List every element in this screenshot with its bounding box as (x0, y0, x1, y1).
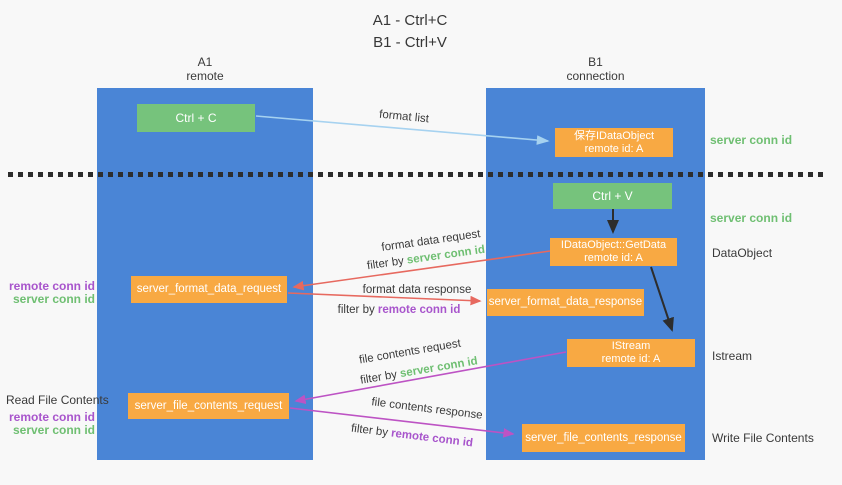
label-server-conn-id-top-left: server conn id (12, 292, 95, 306)
edge-label-format-list: format list (378, 108, 430, 126)
node-save-idataobject: 保存IDataObject remote id: A (555, 128, 673, 157)
node-server-format-data-request: server_format_data_request (131, 276, 287, 303)
label-server-conn-id-top-right: server conn id (710, 133, 793, 147)
node-ctrl-c-label: Ctrl + C (175, 110, 217, 125)
filter-by-text: filter by (350, 422, 392, 440)
node-server-file-contents-request: server_file_contents_request (128, 393, 289, 419)
node-server-format-data-request-label: server_format_data_request (136, 283, 282, 295)
lane-a1-role: remote (186, 69, 224, 83)
filter-by-text: filter by (337, 304, 378, 316)
label-istream: Istream (712, 349, 753, 363)
filter-by-text: filter by (359, 368, 402, 387)
label-server-conn-id-mid-right: server conn id (710, 211, 793, 225)
title-line-1: A1 - Ctrl+C (372, 12, 448, 29)
lane-b1-name: B1 (588, 55, 603, 69)
lane-b1-role: connection (566, 69, 625, 83)
edge-label-file-response-filter: filter by remote conn id (350, 423, 473, 450)
node-ctrl-v-label: Ctrl + V (592, 188, 633, 203)
label-dataobject: DataObject (712, 246, 773, 260)
node-save-idataobject-subtitle: remote id: A (584, 142, 644, 155)
node-save-idataobject-title: 保存IDataObject (573, 129, 655, 142)
node-server-file-contents-response: server_file_contents_response (522, 424, 685, 452)
label-server-conn-id-bottom-left: server conn id (12, 423, 95, 437)
node-server-format-data-response-label: server_format_data_response (488, 296, 643, 308)
server-conn-id-text: server conn id (399, 355, 479, 381)
filter-by-text: filter by (366, 254, 408, 273)
edge-label-file-contents-response: file contents response (370, 396, 484, 422)
lane-header-a1: A1 remote (97, 55, 313, 83)
node-server-file-contents-response-label: server_file_contents_response (525, 431, 682, 444)
remote-conn-id-text: remote conn id (377, 304, 461, 316)
edge-label-format-response-filter: filter by remote conn id (338, 304, 461, 316)
divider-dotted-line (8, 172, 826, 177)
node-idataobject-getdata: IDataObject::GetData remote id: A (550, 238, 677, 266)
node-istream: IStream remote id: A (567, 339, 695, 367)
node-server-file-contents-request-label: server_file_contents_request (134, 399, 283, 412)
label-remote-conn-id-bottom-left: remote conn id (8, 410, 95, 424)
node-ctrl-v: Ctrl + V (553, 183, 672, 209)
node-server-format-data-response: server_format_data_response (487, 289, 644, 316)
node-getdata-title: IDataObject::GetData (560, 239, 667, 251)
title-line-2: B1 - Ctrl+V (373, 34, 447, 51)
label-remote-conn-id-top-left: remote conn id (8, 279, 95, 293)
label-write-file-contents: Write File Contents (712, 431, 814, 445)
diagram-title: A1 - Ctrl+C B1 - Ctrl+V (0, 10, 820, 54)
lane-header-b1: B1 connection (486, 55, 705, 83)
node-getdata-subtitle: remote id: A (584, 252, 643, 264)
node-istream-title: IStream (611, 340, 651, 352)
node-ctrl-c: Ctrl + C (137, 104, 255, 132)
label-read-file-contents: Read File Contents (6, 393, 109, 407)
node-istream-subtitle: remote id: A (601, 353, 661, 365)
remote-conn-id-text: remote conn id (390, 427, 474, 450)
edge-label-format-data-response: format data response (362, 284, 472, 296)
lane-a1-name: A1 (197, 55, 213, 69)
